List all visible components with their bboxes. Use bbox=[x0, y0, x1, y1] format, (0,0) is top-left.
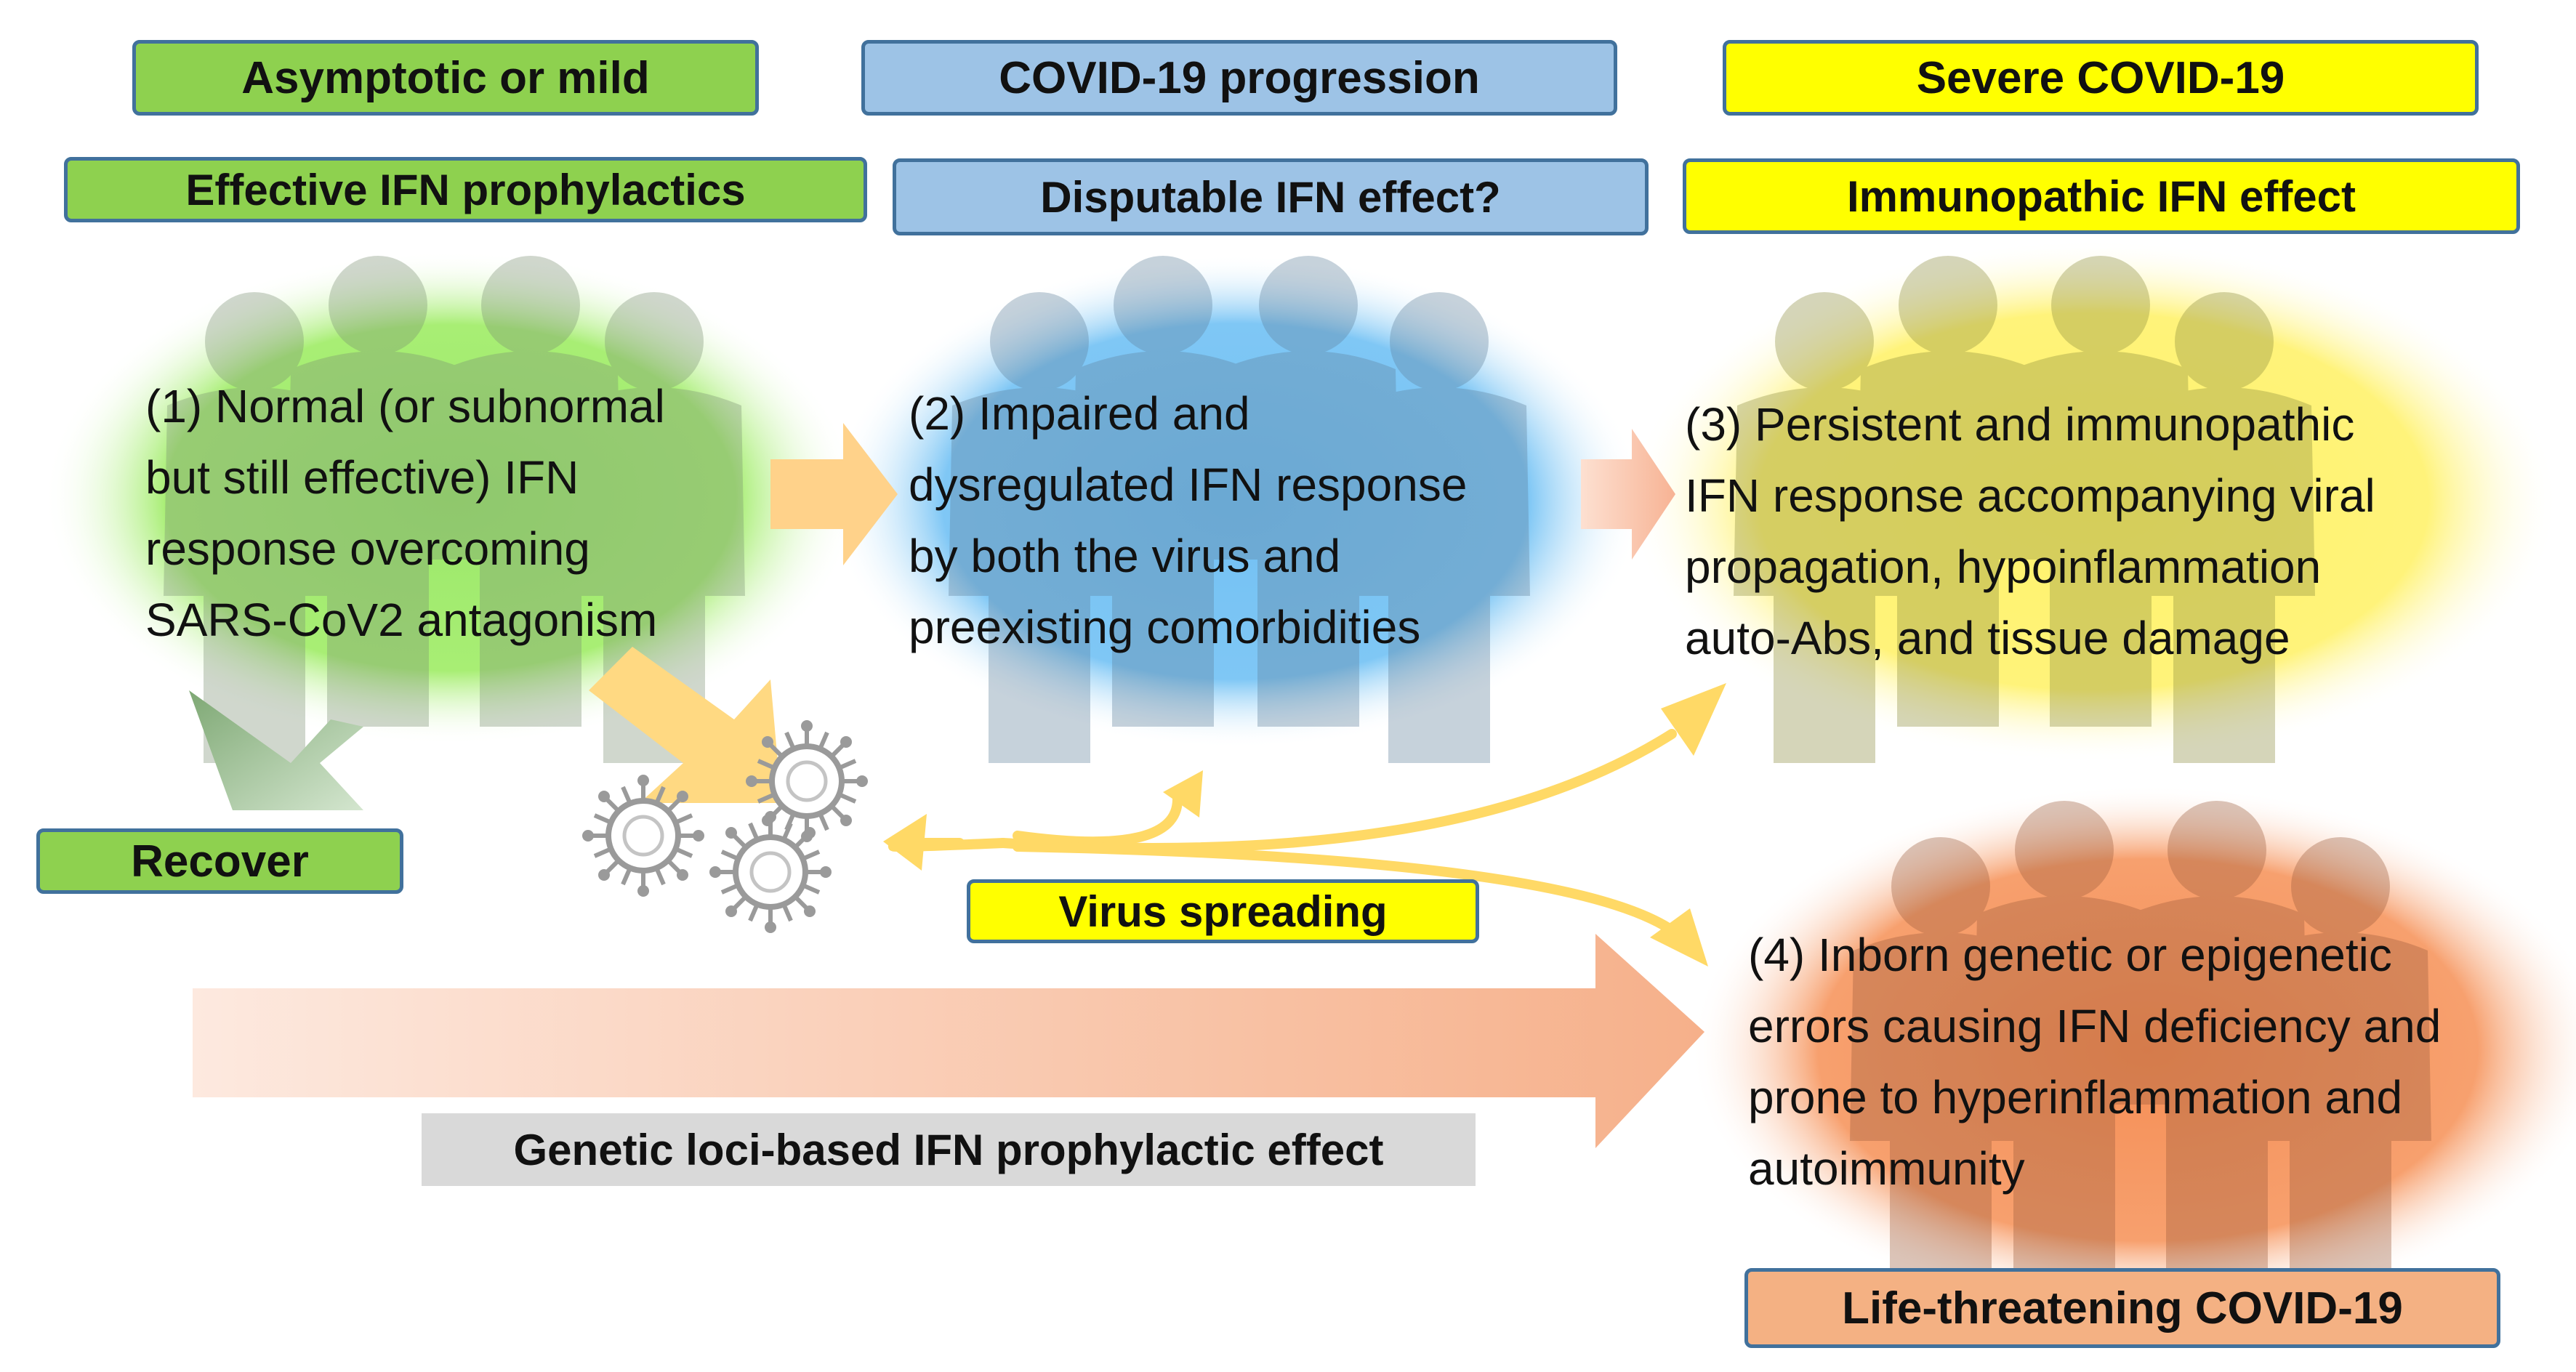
stage1-line: but still effective) IFN bbox=[145, 451, 579, 504]
virus-icon bbox=[746, 720, 868, 842]
stage3-line: propagation, hypoinflammation bbox=[1685, 541, 2322, 593]
stage3-text: (3) Persistent and immunopathic IFN resp… bbox=[1685, 389, 2375, 674]
arrow-heads bbox=[883, 683, 1726, 967]
stage2-line: preexisting comorbidities bbox=[909, 601, 1421, 653]
virus-icon bbox=[709, 811, 832, 933]
genetic-effect-arrow bbox=[193, 934, 1704, 1148]
progression-label: COVID-19 progression bbox=[861, 40, 1617, 116]
stage4-line: (4) Inborn genetic or epigenetic bbox=[1748, 929, 2392, 981]
stage1-text: (1) Normal (or subnormal but still effec… bbox=[145, 371, 665, 655]
stage1-line: (1) Normal (or subnormal bbox=[145, 380, 665, 432]
stage3-line: (3) Persistent and immunopathic bbox=[1685, 398, 2355, 451]
stage1-line: response overcoming bbox=[145, 522, 590, 575]
stage4-line: prone to hyperinflammation and bbox=[1748, 1071, 2403, 1123]
life-threatening-label: Life-threatening COVID-19 bbox=[1744, 1268, 2500, 1348]
recover-label: Recover bbox=[36, 828, 403, 894]
disputable-label: Disputable IFN effect? bbox=[893, 158, 1649, 235]
immunopathic-label: Immunopathic IFN effect bbox=[1683, 158, 2520, 234]
stage4-line: errors causing IFN deficiency and bbox=[1748, 1000, 2442, 1052]
progression-arrow-2-3 bbox=[1581, 429, 1675, 560]
stage2-line: dysregulated IFN response bbox=[909, 459, 1468, 511]
stage2-line: by both the virus and bbox=[909, 530, 1341, 582]
recover-arrow bbox=[189, 690, 363, 810]
progression-arrow-1-2 bbox=[770, 423, 898, 565]
virus-icon bbox=[582, 775, 704, 897]
genetic-effect-label: Genetic loci-based IFN prophylactic effe… bbox=[422, 1113, 1476, 1186]
virus-spreading-label: Virus spreading bbox=[967, 879, 1479, 943]
stage3-line: auto-Abs, and tissue damage bbox=[1685, 612, 2290, 664]
stage3-line: IFN response accompanying viral bbox=[1685, 469, 2375, 522]
stage4-text: (4) Inborn genetic or epigenetic errors … bbox=[1748, 919, 2441, 1204]
stage1-line: SARS-CoV2 antagonism bbox=[145, 594, 658, 646]
mild-label: Asymptotic or mild bbox=[132, 40, 759, 116]
stage2-text: (2) Impaired and dysregulated IFN respon… bbox=[909, 378, 1467, 663]
virus-arrow bbox=[589, 647, 781, 803]
effective-label: Effective IFN prophylactics bbox=[64, 157, 867, 222]
stage2-line: (2) Impaired and bbox=[909, 387, 1250, 440]
stage4-line: autoimmunity bbox=[1748, 1142, 2025, 1195]
severe-label: Severe COVID-19 bbox=[1723, 40, 2479, 116]
